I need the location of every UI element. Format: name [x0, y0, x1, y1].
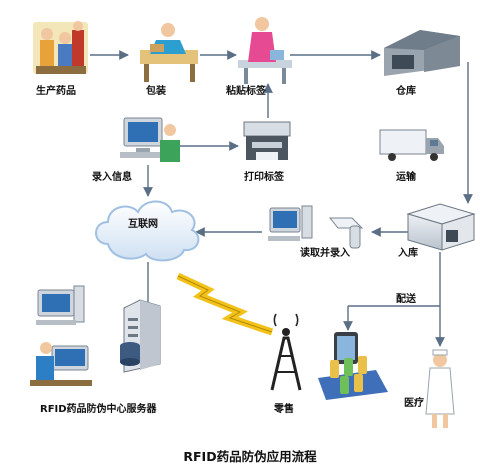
medicine-bottles-icon: [318, 356, 388, 400]
server-pc-icon: [36, 285, 85, 325]
node-medical-label: 医疗: [404, 398, 424, 409]
flow-arrows: [90, 50, 473, 347]
warehouse-icon: [384, 30, 460, 76]
node-label-stick-label: 粘贴标签: [226, 86, 266, 97]
rfid-scanner-icon: [328, 217, 364, 249]
antenna-tower-icon: [270, 313, 302, 391]
server-operator-icon: [30, 342, 92, 386]
database-icon: [120, 342, 140, 366]
node-transport-label: 运输: [396, 172, 416, 183]
node-retail-label: 零售: [274, 404, 294, 415]
node-internet-label: 互联网: [128, 219, 158, 230]
node-record-info-label: 录入信息: [92, 172, 132, 183]
node-server-label: RFID药品防伪中心服务器: [40, 404, 157, 415]
node-package-label: 包装: [146, 86, 166, 97]
inbound-building-icon: [406, 203, 476, 251]
label-worker-icon: [238, 17, 292, 84]
node-produce-label: 生产药品: [36, 86, 76, 97]
node-read-record-label: 读取并录入: [300, 248, 350, 259]
diagram-caption: RFID药品防伪应用流程: [183, 449, 317, 464]
node-inbound-label: 入库: [398, 248, 418, 259]
node-warehouse-label: 仓库: [396, 86, 416, 97]
signal-lightning-icon: [176, 272, 274, 336]
record-info-icon: [120, 117, 180, 162]
package-worker-icon: [140, 23, 198, 82]
node-delivery-label: 配送: [396, 294, 416, 305]
truck-icon: [379, 129, 444, 161]
internet-cloud-icon: [95, 200, 200, 262]
reader-pc-icon: [268, 205, 313, 241]
node-print-label-label: 打印标签: [244, 172, 284, 183]
printer-icon: [243, 121, 291, 160]
produce-workers-icon: [33, 21, 88, 74]
tablet-device-icon: [334, 332, 358, 364]
nurse-icon: [425, 349, 455, 428]
